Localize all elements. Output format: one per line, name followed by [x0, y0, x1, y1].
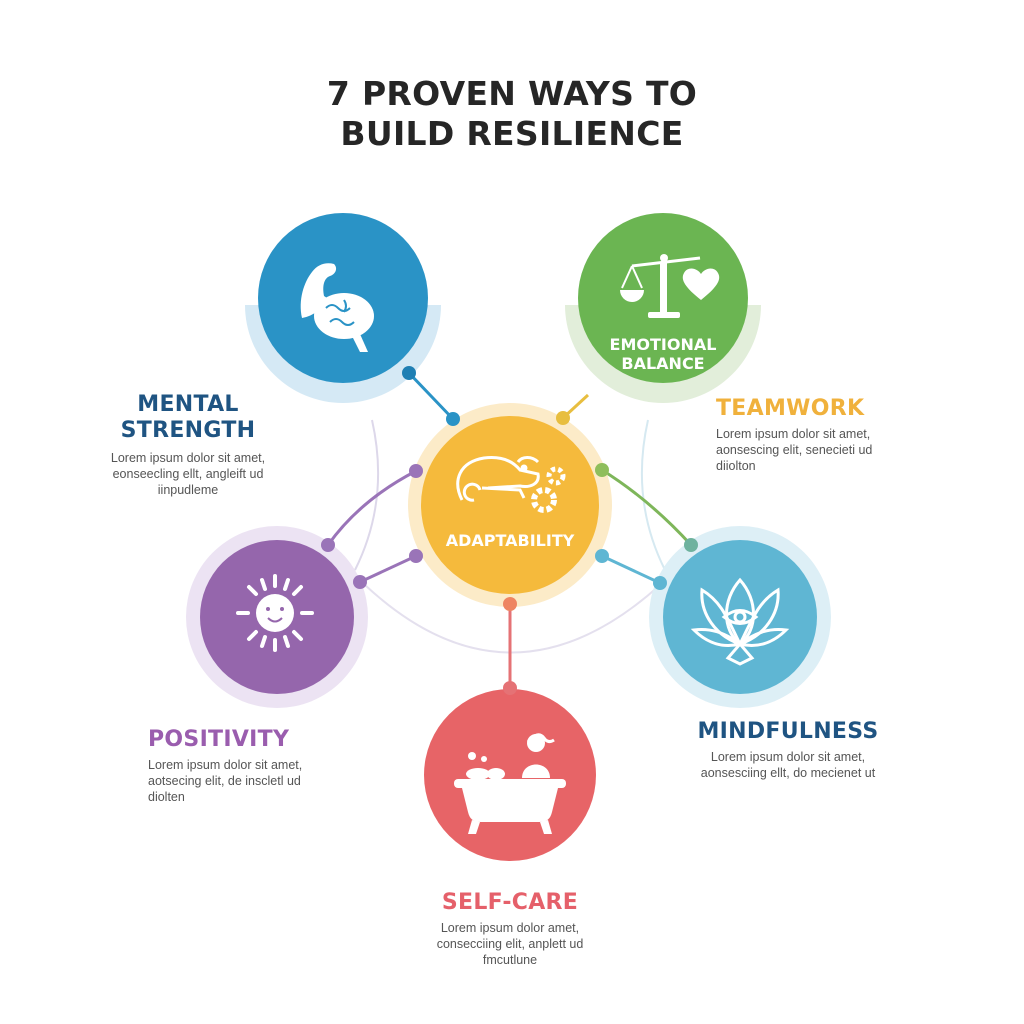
body-line-1: Lorem ipsum dolor sit amet, — [716, 427, 871, 441]
title-line-2: BUILD RESILIENCE — [340, 114, 684, 153]
body-line-1: Lorem ipsum dolor sit amet, — [148, 758, 303, 772]
teamwork-label: TEAMWORK Lorem ipsum dolor sit amet, aon… — [716, 396, 916, 474]
adaptability-label: ADAPTABILITY — [445, 531, 575, 550]
chameleon-gears-icon — [456, 456, 566, 513]
mindfulness-description: Lorem ipsum dolor sit amet, aonsesciing … — [688, 749, 888, 781]
lotus-eye-icon — [690, 577, 790, 666]
emotional-balance-line-1: EMOTIONAL — [609, 335, 717, 354]
body-line-3: diolten — [148, 790, 185, 804]
body-line-3: iinpudleme — [157, 483, 219, 497]
smiling-sun-icon — [236, 574, 314, 652]
heading-line-1: MENTAL — [137, 392, 239, 417]
connectors — [326, 371, 693, 688]
mental-strength-label: MENTAL STRENGTH Lorem ipsum dolor sit am… — [108, 392, 268, 498]
positivity-description: Lorem ipsum dolor sit amet, aotsecing el… — [148, 757, 348, 805]
mindfulness-label: MINDFULNESS Lorem ipsum dolor sit amet, … — [688, 719, 888, 781]
heading-line-2: STRENGTH — [120, 418, 256, 443]
teamwork-heading: TEAMWORK — [716, 396, 865, 421]
emotional-balance-label: EMOTIONAL BALANCE — [583, 335, 743, 373]
adaptability-node[interactable] — [408, 403, 612, 607]
body-line-1: Lorem ipsum dolor sit amet, — [110, 451, 266, 465]
mental-strength-description: Lorem ipsum dolor sit amet, eonseecling … — [108, 450, 268, 498]
body-line-2: aonsescing elit, senecieti ud — [716, 443, 873, 457]
body-line-1: Lorem ipsum dolor amet, — [440, 921, 580, 935]
body-line-1: Lorem ipsum dolor sit amet, — [710, 750, 866, 764]
body-line-2: aotsecing elit, de inscletl ud — [148, 774, 301, 788]
mindfulness-node[interactable] — [649, 526, 831, 708]
connector-dots — [321, 366, 698, 695]
body-line-3: diiolton — [716, 459, 756, 473]
self-care-node[interactable] — [424, 689, 596, 861]
body-line-2: consecciing elit, anplett ud — [436, 937, 584, 951]
teamwork-description: Lorem ipsum dolor sit amet, aonsescing e… — [716, 426, 916, 474]
flexed-arm-brain-icon — [300, 263, 374, 352]
body-line-3: fmcutlune — [482, 953, 538, 967]
infographic-title: 7 PROVEN WAYS TO BUILD RESILIENCE — [0, 74, 1024, 154]
body-line-2: eonseecling ellt, angleift ud — [112, 467, 264, 481]
positivity-label: POSITIVITY Lorem ipsum dolor sit amet, a… — [148, 727, 348, 805]
body-line-2: aonsesciing ellt, do mecienet ut — [700, 766, 876, 780]
self-care-label: SELF-CARE Lorem ipsum dolor amet, consec… — [412, 890, 608, 968]
self-care-heading: SELF-CARE — [441, 890, 579, 915]
bathtub-person-icon — [454, 733, 566, 834]
scale-heart-icon — [620, 254, 720, 318]
self-care-description: Lorem ipsum dolor amet, consecciing elit… — [412, 920, 608, 968]
mental-strength-heading: MENTAL STRENGTH — [108, 392, 268, 444]
emotional-balance-line-2: BALANCE — [621, 354, 705, 373]
mindfulness-heading: MINDFULNESS — [697, 719, 879, 744]
title-line-1: 7 PROVEN WAYS TO — [326, 74, 698, 113]
positivity-heading: POSITIVITY — [148, 727, 290, 752]
